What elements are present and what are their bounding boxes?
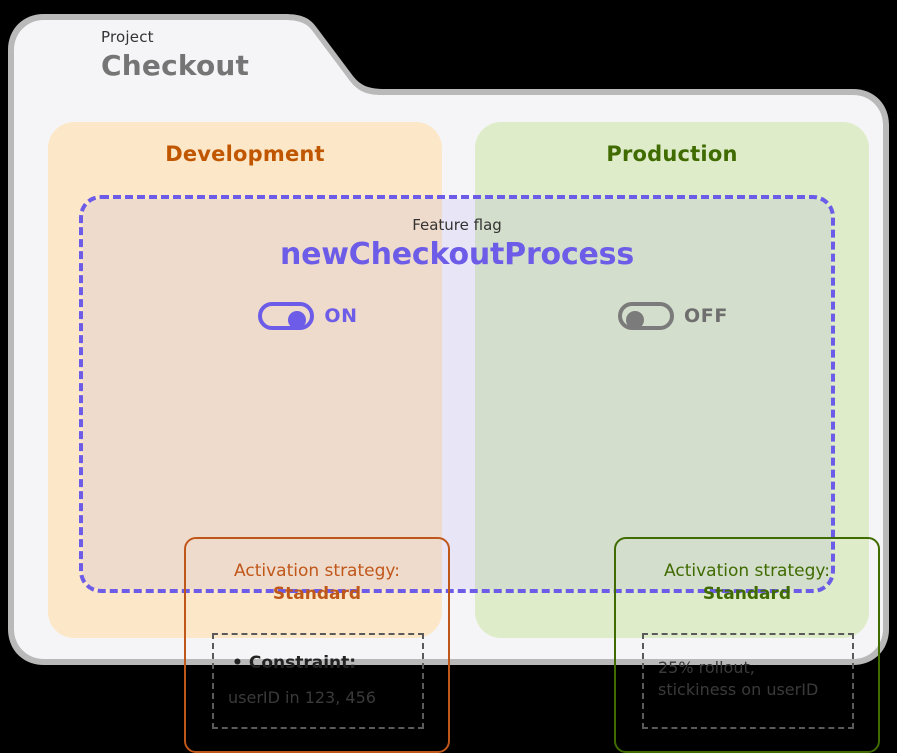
- activation-strategy-card-production[interactable]: Activation strategy: Standard 25% rollou…: [614, 537, 880, 753]
- feature-flag-region: Feature flag newCheckoutProcess ON OFF A…: [79, 195, 880, 753]
- constraint-expression: userID in 123, 456: [228, 688, 376, 707]
- toggle-state-label-development: ON: [324, 305, 358, 327]
- activation-strategy-heading-production: Activation strategy: Standard: [616, 560, 878, 606]
- feature-flag-toggle-development[interactable]: ON: [143, 302, 473, 330]
- constraint-bullet-line: •Constraint:: [232, 653, 422, 673]
- environment-title-production: Production: [606, 142, 738, 166]
- rollout-line-2: stickiness on userID: [658, 680, 819, 699]
- toggle-switch-off-icon[interactable]: [618, 302, 675, 330]
- toggle-knob: [626, 311, 645, 329]
- strategy-detail-box-production: 25% rollout, stickiness on userID: [642, 633, 854, 729]
- activation-strategy-label: Activation strategy:: [234, 561, 400, 581]
- toggle-knob: [288, 311, 307, 329]
- toggle-state-label-production: OFF: [684, 305, 728, 327]
- environment-title-development: Development: [165, 142, 325, 166]
- feature-flag-header: Feature flag newCheckoutProcess: [83, 215, 831, 275]
- activation-strategy-value: Standard: [702, 584, 792, 604]
- activation-strategy-value: Standard: [272, 584, 362, 604]
- feature-flag-name: newCheckoutProcess: [279, 237, 634, 272]
- strategy-detail-box-development: •Constraint: userID in 123, 456: [212, 633, 424, 729]
- environment-panel-production[interactable]: Production: [475, 122, 869, 638]
- bullet-dot-icon: •: [232, 653, 243, 673]
- feature-flag-toggle-production[interactable]: OFF: [508, 302, 838, 330]
- activation-strategy-label: Activation strategy:: [664, 561, 830, 581]
- project-folder-card: Project Checkout Development Production …: [8, 6, 889, 753]
- project-name: Checkout: [101, 49, 250, 82]
- activation-strategy-card-development[interactable]: Activation strategy: Standard •Constrain…: [184, 537, 450, 753]
- activation-strategy-heading-development: Activation strategy: Standard: [186, 560, 448, 606]
- project-title-block: Project Checkout: [101, 28, 361, 84]
- toggle-switch-on-icon[interactable]: [258, 302, 315, 330]
- project-kicker-label: Project: [101, 28, 154, 46]
- rollout-line-1: 25% rollout,: [658, 658, 755, 677]
- feature-flag-kicker-label: Feature flag: [412, 216, 502, 234]
- constraint-label: Constraint:: [248, 653, 357, 673]
- environment-panel-development[interactable]: Development: [48, 122, 442, 638]
